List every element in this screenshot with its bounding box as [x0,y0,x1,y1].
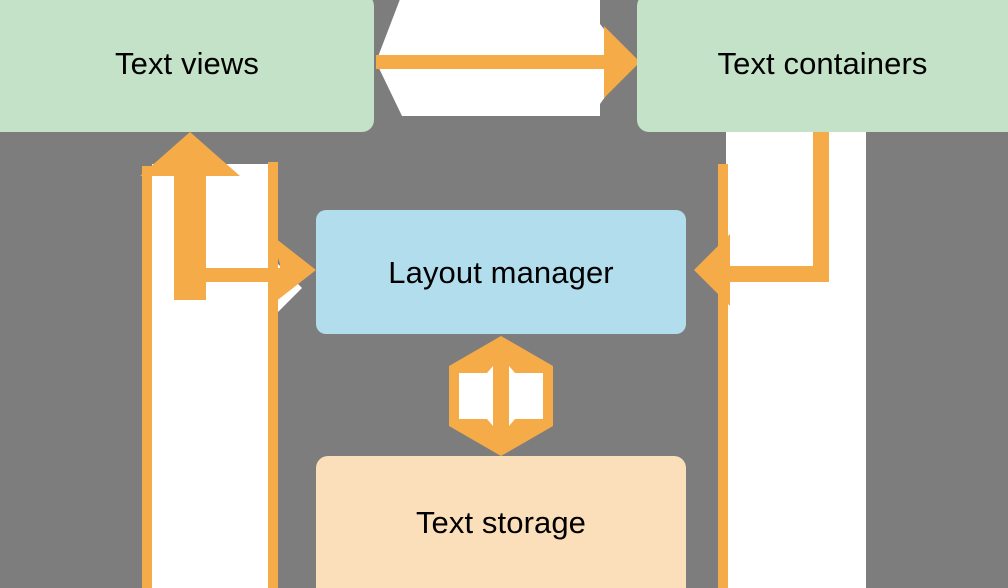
node-text-containers[interactable]: Text containers [637,0,1008,132]
arrow-left-outer-shaft [142,166,152,588]
arrow-layout-to-views-head [140,132,240,300]
node-text-views[interactable]: Text views [0,0,374,132]
double-arrow-body [449,336,553,456]
node-layout-manager-label: Layout manager [388,254,614,290]
arrowhead-into-layout-left [270,234,316,306]
node-layout-manager[interactable]: Layout manager [316,210,686,334]
arrow-views-to-containers [376,26,640,98]
arrow-layout-to-storage [449,336,553,456]
node-text-views-label: Text views [115,45,259,81]
double-arrow-left-notch [459,366,493,426]
node-text-storage[interactable]: Text storage [316,456,686,588]
node-text-containers-label: Text containers [717,45,928,81]
orange-arrow-group [140,26,829,588]
node-text-storage-label: Text storage [415,504,587,540]
arrow-left-inner-shaft [268,162,278,588]
arrow-right-column-edge [718,164,728,170]
arrow-right-inner-shaft [718,164,728,588]
white-sheet-right-column [726,132,866,588]
arrow-containers-shaft [813,132,829,280]
double-arrow-right-notch [509,366,543,426]
